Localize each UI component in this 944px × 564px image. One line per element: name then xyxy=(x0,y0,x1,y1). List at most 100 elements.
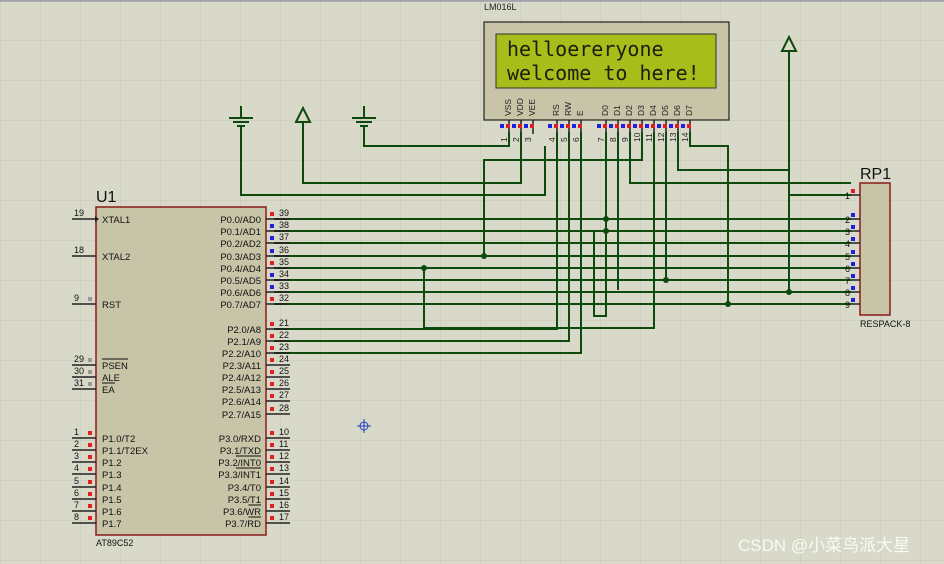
mcu-pin-number: 31 xyxy=(74,378,84,388)
mcu-pin-marker xyxy=(88,297,92,301)
mcu-pin-number: 37 xyxy=(279,232,289,242)
mcu-pin-label: P3.1/TXD xyxy=(220,446,261,457)
mcu-pin-marker xyxy=(270,407,274,411)
mcu-pin-label: P1.4 xyxy=(102,483,122,494)
lcd-pin-number: 14 xyxy=(680,132,690,142)
lcd-pin-group: VSS1VDD2VEE3RS4RW5E6D07D18D29D310D411D51… xyxy=(499,98,694,142)
lcd-pin-number: 13 xyxy=(668,132,678,142)
lcd-pin-name: D7 xyxy=(684,105,694,116)
mcu-pin-number: 35 xyxy=(279,257,289,267)
lcd-pin-name: VSS xyxy=(503,99,513,116)
lcd-pin-name: D6 xyxy=(672,105,682,116)
lcd-pin-name: D3 xyxy=(636,105,646,116)
mcu-component[interactable]: U1 AT89C52 19XTAL118XTAL29RST29PSEN30ALE… xyxy=(72,189,290,548)
lcd-pin-marker xyxy=(500,124,504,128)
mcu-pin-number: 25 xyxy=(279,366,289,376)
mcu-pin-label: P1.6 xyxy=(102,507,122,518)
lcd-pin-name: D0 xyxy=(600,105,610,116)
mcu-pin-label: P0.4/AD4 xyxy=(220,264,261,275)
mcu-pin-number: 28 xyxy=(279,403,289,413)
mcu-pin-marker xyxy=(88,382,92,386)
rpack-pin-marker xyxy=(851,262,855,266)
lcd-pin-marker xyxy=(603,124,607,128)
mcu-pin-marker xyxy=(270,285,274,289)
mcu-pin-marker xyxy=(270,346,274,350)
mcu-part: AT89C52 xyxy=(96,538,133,548)
mcu-pin-marker xyxy=(270,212,274,216)
mcu-pin-number: 4 xyxy=(74,463,79,473)
lcd-pin-marker xyxy=(645,124,649,128)
mcu-pin-number: 3 xyxy=(74,451,79,461)
mcu-ref: U1 xyxy=(96,189,117,206)
mcu-pin-number: 38 xyxy=(279,220,289,230)
lcd-pin-marker xyxy=(512,124,516,128)
mcu-pin-marker xyxy=(270,261,274,265)
mcu-pin-marker xyxy=(88,480,92,484)
mcu-pin-label: P0.2/AD2 xyxy=(220,239,261,250)
mcu-pin-number: 29 xyxy=(74,354,84,364)
mcu-pin-label: P3.6/WR xyxy=(223,507,261,518)
lcd-pin-name: E xyxy=(575,110,585,116)
mcu-pin-label: P2.1/A9 xyxy=(227,337,261,348)
mcu-pin-label: P2.0/A8 xyxy=(227,325,261,336)
mcu-pin-marker xyxy=(270,358,274,362)
lcd-pin-marker xyxy=(621,124,625,128)
mcu-pin-number: 32 xyxy=(279,293,289,303)
mcu-pin-label: P1.2 xyxy=(102,458,122,469)
junction-dots xyxy=(421,216,792,307)
lcd-pin-number: 7 xyxy=(596,137,606,142)
mcu-pin-label: P2.7/A15 xyxy=(222,410,261,421)
lcd-pin-name: VDD xyxy=(515,98,525,116)
mcu-pin-marker xyxy=(88,516,92,520)
mcu-pin-number: 34 xyxy=(279,269,289,279)
mcu-pin-marker xyxy=(88,492,92,496)
mcu-pin-number: 8 xyxy=(74,512,79,522)
mcu-pin-number: 24 xyxy=(279,354,289,364)
lcd-pin-marker xyxy=(687,124,691,128)
lcd-pin-number: 11 xyxy=(644,133,654,142)
lcd-component[interactable]: LM016L helloereryone welcome to here! VS… xyxy=(483,2,730,142)
mcu-pin-number: 21 xyxy=(279,318,289,328)
mcu-pin-marker xyxy=(270,455,274,459)
mcu-pin-number: 30 xyxy=(74,366,84,376)
mcu-pin-label: P0.3/AD3 xyxy=(220,252,261,263)
lcd-pin-name: D1 xyxy=(612,105,622,116)
mcu-pin-label: ALE xyxy=(102,373,120,384)
lcd-pin-marker xyxy=(572,124,576,128)
lcd-pin-marker xyxy=(518,124,522,128)
mcu-pin-label: P0.7/AD7 xyxy=(220,300,261,311)
lcd-pin-marker xyxy=(681,124,685,128)
lcd-pin-number: 10 xyxy=(632,132,642,142)
rpack-pin-marker xyxy=(851,274,855,278)
lcd-line-1: helloereryone xyxy=(507,37,664,61)
mcu-pin-label: P2.2/A10 xyxy=(222,349,261,360)
lcd-pin-number: 5 xyxy=(559,137,569,142)
mcu-pin-number: 16 xyxy=(279,500,289,510)
mcu-pin-label: P0.6/AD6 xyxy=(220,288,261,299)
mcu-pin-marker xyxy=(270,480,274,484)
lcd-pin-marker xyxy=(554,124,558,128)
wire-group xyxy=(240,51,851,354)
mcu-pin-number: 33 xyxy=(279,281,289,291)
mcu-pin-marker xyxy=(88,504,92,508)
mcu-pin-marker xyxy=(88,431,92,435)
mcu-pin-label: P0.0/AD0 xyxy=(220,215,261,226)
mcu-pin-number: 1 xyxy=(74,427,79,437)
mcu-pin-label: P0.1/AD1 xyxy=(220,227,261,238)
mcu-pin-label: P2.6/A14 xyxy=(222,397,261,408)
clock-input-arrow-icon xyxy=(95,216,99,222)
lcd-pin-marker xyxy=(675,124,679,128)
mcu-pin-number: 13 xyxy=(279,463,289,473)
mcu-pin-number: 2 xyxy=(74,439,79,449)
lcd-pin-name: D2 xyxy=(624,105,634,116)
mcu-pin-number: 27 xyxy=(279,390,289,400)
lcd-pin-marker xyxy=(633,124,637,128)
mcu-pin-marker xyxy=(270,249,274,253)
lcd-pin-marker xyxy=(524,124,528,128)
lcd-pin-marker xyxy=(548,124,552,128)
mcu-pin-number: 18 xyxy=(74,245,84,255)
lcd-pin-marker xyxy=(615,124,619,128)
